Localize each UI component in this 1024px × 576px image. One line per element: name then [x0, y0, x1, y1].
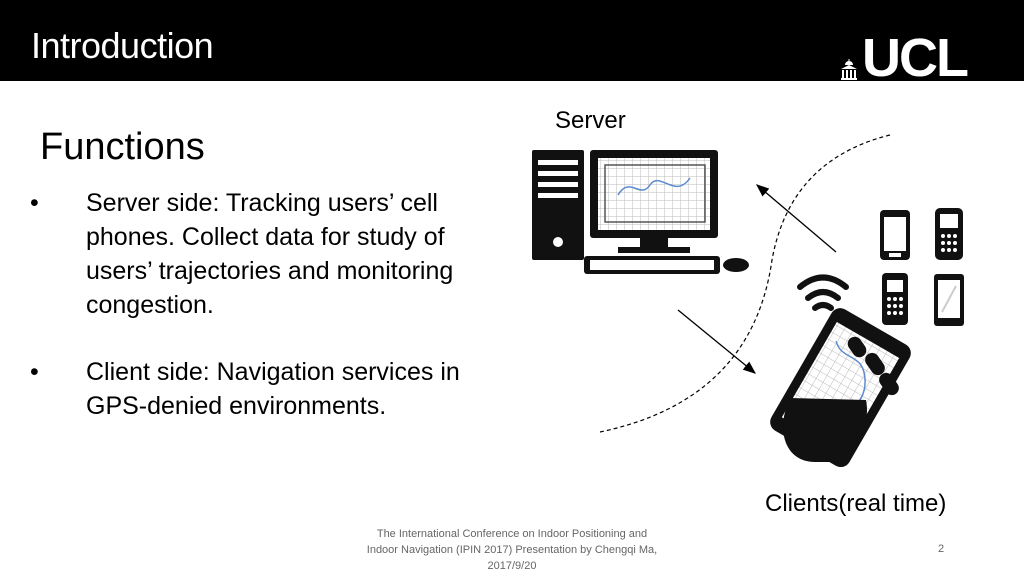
hand-holding-smartphone-icon	[770, 308, 911, 468]
bullet-marker: •	[30, 358, 39, 386]
clients-label: Clients(real time)	[765, 490, 947, 517]
bullet-text: Client side: Navigation services in GPS-…	[86, 358, 460, 420]
arrow-to-server	[756, 184, 837, 253]
mobile-phone-icon	[935, 208, 963, 260]
bullet-marker: •	[30, 189, 39, 217]
bullet-item: • Server side: Tracking users’ cell phon…	[30, 186, 470, 322]
title-bar: Introduction UCL	[0, 0, 1024, 88]
footer-line: The International Conference on Indoor P…	[376, 528, 648, 540]
wifi-signal-icon	[797, 274, 849, 311]
portico-icon	[841, 59, 857, 80]
arrow-to-client	[677, 309, 757, 374]
desktop-computer-icon	[532, 150, 749, 274]
bullet-list: • Server side: Tracking users’ cell phon…	[30, 186, 470, 423]
footer-line: Indoor Navigation (IPIN 2017) Presentati…	[366, 544, 658, 556]
footer-line: 2017/9/20	[487, 560, 537, 572]
section-heading: Functions	[40, 126, 205, 168]
ucl-logo-text: UCL	[862, 28, 969, 88]
slide-title: Introduction	[31, 25, 214, 66]
network-boundary-arc	[599, 134, 891, 433]
server-label: Server	[555, 107, 626, 134]
smartphone-icon	[934, 274, 964, 326]
smartphone-icon	[880, 210, 910, 260]
footer-citation: The International Conference on Indoor P…	[341, 526, 683, 574]
mobile-phone-icon	[882, 273, 908, 325]
ucl-logo: UCL	[840, 28, 969, 88]
bullet-text: Server side: Tracking users’ cell phones…	[86, 189, 454, 319]
bullet-item: • Client side: Navigation services in GP…	[30, 355, 470, 423]
page-number: 2	[938, 543, 945, 555]
